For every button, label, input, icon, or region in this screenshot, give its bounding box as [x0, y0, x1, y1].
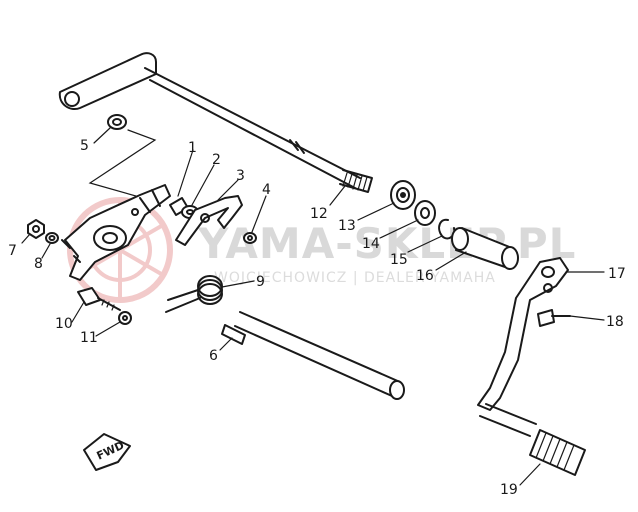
guide-lines	[88, 129, 157, 201]
callout-11: 11	[80, 330, 98, 346]
part-3-stopper-lever	[175, 195, 243, 246]
part-16-bushing	[451, 227, 519, 270]
callout-2: 2	[212, 152, 221, 168]
shift-shaft-upper	[58, 52, 373, 193]
callout-3: 3	[236, 168, 245, 184]
part-14-washer	[414, 200, 436, 226]
callout-13: 13	[338, 218, 356, 234]
callout-10: 10	[55, 316, 73, 332]
part-13-oil-seal	[390, 180, 416, 210]
leader-lines	[21, 127, 605, 486]
part-5-clip	[107, 114, 127, 130]
part-6-pin	[221, 324, 246, 345]
callout-12: 12	[310, 206, 328, 222]
lower-shaft	[234, 311, 405, 400]
callout-16: 16	[416, 268, 434, 284]
callout-15: 15	[390, 252, 408, 268]
callout-6: 6	[209, 348, 218, 364]
part-9-spring	[165, 275, 223, 313]
part-11-screw	[118, 311, 132, 325]
callout-19: 19	[500, 482, 518, 498]
callouts: 1 2 3 4 5 6 7 8 9 10 11 12 13 14 15 16 1…	[8, 138, 626, 498]
callout-14: 14	[362, 236, 380, 252]
callout-1: 1	[188, 140, 197, 156]
callout-17: 17	[608, 266, 626, 282]
fwd-arrow-icon: FWD	[83, 433, 131, 471]
shift-arm-assembly	[61, 184, 171, 281]
part-17-shift-pedal	[477, 257, 569, 437]
watermark-dealer: WOJCIECHOWICZ | DEALER YAMAHA	[214, 270, 496, 286]
callout-9: 9	[256, 274, 265, 290]
part-19-rubber	[529, 429, 586, 476]
part-8-washer	[45, 232, 59, 244]
callout-7: 7	[8, 243, 17, 259]
callout-18: 18	[606, 314, 624, 330]
callout-4: 4	[262, 182, 271, 198]
callout-8: 8	[34, 256, 43, 272]
part-7-nut	[27, 219, 45, 239]
part-18-bolt	[537, 309, 571, 327]
callout-5: 5	[80, 138, 89, 154]
part-4-nut	[243, 232, 257, 244]
part-10-bolt	[77, 287, 121, 311]
